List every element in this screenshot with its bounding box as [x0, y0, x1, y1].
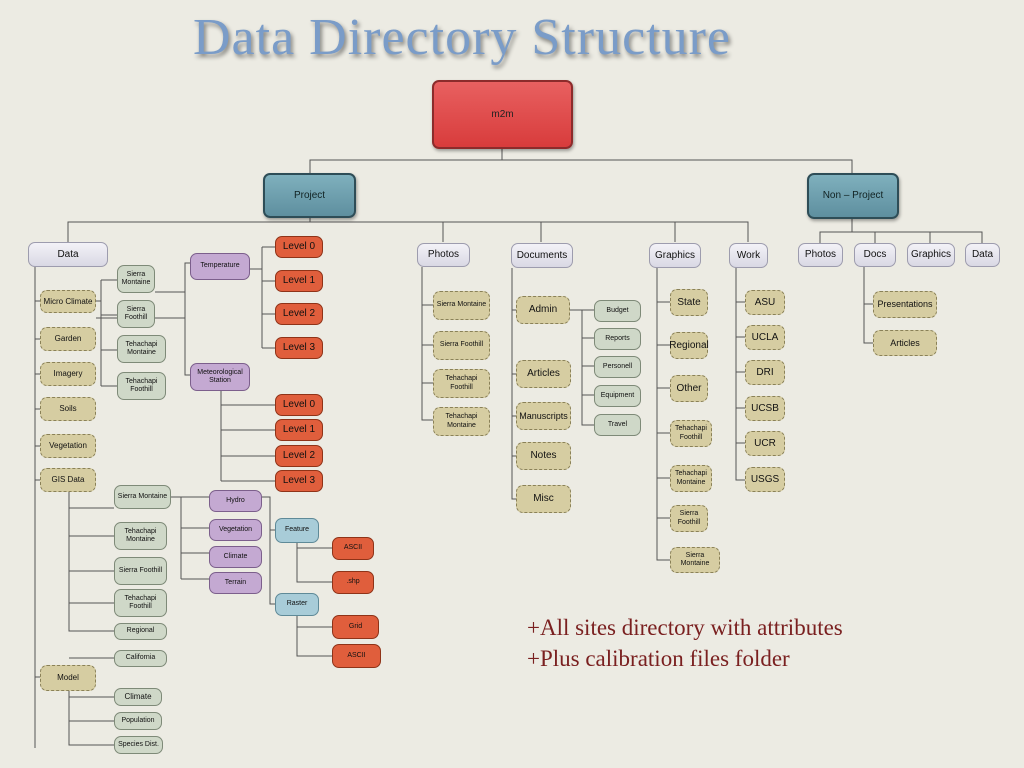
- temp-level-1-node[interactable]: Level 1: [275, 270, 323, 292]
- notes-node[interactable]: Notes: [516, 442, 571, 470]
- feature-ascii-node[interactable]: ASCII: [332, 537, 374, 560]
- regional-node[interactable]: Regional: [669, 332, 709, 359]
- state-node[interactable]: State: [670, 289, 708, 316]
- raster-node[interactable]: Raster: [275, 593, 319, 616]
- model-node[interactable]: Model: [40, 665, 96, 691]
- other-node[interactable]: Other: [670, 375, 708, 402]
- gis-regional-node[interactable]: Regional: [114, 623, 167, 640]
- feature-node[interactable]: Feature: [275, 518, 319, 543]
- misc-node[interactable]: Misc: [516, 485, 571, 513]
- presentations-node[interactable]: Presentations: [873, 291, 937, 318]
- gis-california-node[interactable]: California: [114, 650, 167, 667]
- ph-sierra-montaine-node[interactable]: Sierra Montaine: [433, 291, 490, 320]
- temp-level-0-node[interactable]: Level 0: [275, 236, 323, 258]
- travel-node[interactable]: Travel: [594, 414, 641, 436]
- soils-node[interactable]: Soils: [40, 397, 96, 421]
- temperature-node[interactable]: Temperature: [190, 253, 250, 280]
- terrain-node[interactable]: Terrain: [209, 572, 262, 594]
- garden-node[interactable]: Garden: [40, 327, 96, 351]
- articles-node[interactable]: Articles: [516, 360, 571, 388]
- manuscripts-node[interactable]: Manuscripts: [516, 402, 571, 430]
- temp-level-2-node[interactable]: Level 2: [275, 303, 323, 325]
- met-station-node[interactable]: Meteorological Station: [190, 363, 250, 391]
- np-graphics-node[interactable]: Graphics: [907, 243, 955, 267]
- dri-node[interactable]: DRI: [745, 360, 785, 385]
- ph-tehachapi-foothill-node[interactable]: Tehachapi Foothill: [433, 369, 490, 398]
- model-climate-node[interactable]: Climate: [114, 688, 162, 706]
- mc-tehachapi-foothill-node[interactable]: Tehachapi Foothill: [117, 372, 166, 400]
- np-docs-node[interactable]: Docs: [854, 243, 896, 267]
- np-articles-node[interactable]: Articles: [873, 330, 937, 356]
- mc-sierra-montaine-node[interactable]: Sierra Montaine: [117, 265, 155, 293]
- graphics-node[interactable]: Graphics: [649, 243, 701, 268]
- gr-tehachapi-foothill-node[interactable]: Tehachapi Foothill: [670, 420, 712, 447]
- footnote-text: +All sites directory with attributes +Pl…: [527, 612, 947, 674]
- np-photos-node[interactable]: Photos: [798, 243, 843, 267]
- gr-tehachapi-montaine-node[interactable]: Tehachapi Montaine: [670, 465, 712, 492]
- data-node[interactable]: Data: [28, 242, 108, 267]
- raster-grid-node[interactable]: Grid: [332, 615, 379, 639]
- usgs-node[interactable]: USGS: [745, 467, 785, 492]
- gis-tehachapi-foothill-node[interactable]: Tehachapi Foothill: [114, 589, 167, 617]
- gis-vegetation-node[interactable]: Vegetation: [209, 519, 262, 541]
- hydro-node[interactable]: Hydro: [209, 490, 262, 512]
- gis-sierra-foothill-node[interactable]: Sierra Foothill: [114, 557, 167, 585]
- gr-sierra-foothill-node[interactable]: Sierra Foothill: [670, 505, 708, 532]
- asu-node[interactable]: ASU: [745, 290, 785, 315]
- admin-node[interactable]: Admin: [516, 296, 570, 324]
- non-project-node[interactable]: Non – Project: [807, 173, 899, 219]
- footnote-line-1: +All sites directory with attributes: [527, 615, 843, 640]
- mc-tehachapi-montaine-node[interactable]: Tehachapi Montaine: [117, 335, 166, 363]
- imagery-node[interactable]: Imagery: [40, 362, 96, 386]
- raster-ascii-node[interactable]: ASCII: [332, 644, 381, 668]
- feature-shp-node[interactable]: .shp: [332, 571, 374, 594]
- personell-node[interactable]: Personell: [594, 356, 641, 378]
- model-species-node[interactable]: Species Dist.: [114, 736, 163, 754]
- ph-tehachapi-montaine-node[interactable]: Tehachapi Montaine: [433, 407, 490, 436]
- ucr-node[interactable]: UCR: [745, 431, 785, 456]
- documents-node[interactable]: Documents: [511, 243, 573, 268]
- gr-sierra-montaine-node[interactable]: Sierra Montaine: [670, 547, 720, 573]
- work-node[interactable]: Work: [729, 243, 768, 268]
- ucsb-node[interactable]: UCSB: [745, 396, 785, 421]
- gis-sierra-montaine-node[interactable]: Sierra Montaine: [114, 485, 171, 509]
- vegetation-node[interactable]: Vegetation: [40, 434, 96, 458]
- budget-node[interactable]: Budget: [594, 300, 641, 322]
- np-data-node[interactable]: Data: [965, 243, 1000, 267]
- project-node[interactable]: Project: [263, 173, 356, 218]
- model-population-node[interactable]: Population: [114, 712, 162, 730]
- met-level-3-node[interactable]: Level 3: [275, 470, 323, 492]
- temp-level-3-node[interactable]: Level 3: [275, 337, 323, 359]
- mc-sierra-foothill-node[interactable]: Sierra Foothill: [117, 300, 155, 328]
- reports-node[interactable]: Reports: [594, 328, 641, 350]
- micro-climate-node[interactable]: Micro Climate: [40, 290, 96, 313]
- met-level-2-node[interactable]: Level 2: [275, 445, 323, 467]
- met-level-1-node[interactable]: Level 1: [275, 419, 323, 441]
- ucla-node[interactable]: UCLA: [745, 325, 785, 350]
- photos-node[interactable]: Photos: [417, 243, 470, 267]
- gis-tehachapi-montaine-node[interactable]: Tehachapi Montaine: [114, 522, 167, 550]
- footnote-line-2: +Plus calibration files folder: [527, 646, 790, 671]
- gis-climate-node[interactable]: Climate: [209, 546, 262, 568]
- gis-data-node[interactable]: GIS Data: [40, 468, 96, 492]
- m2m-root-node[interactable]: m2m: [432, 80, 573, 149]
- page-title: Data Directory Structure: [192, 9, 731, 66]
- equipment-node[interactable]: Equipment: [594, 385, 641, 407]
- met-level-0-node[interactable]: Level 0: [275, 394, 323, 416]
- ph-sierra-foothill-node[interactable]: Sierra Foothill: [433, 331, 490, 360]
